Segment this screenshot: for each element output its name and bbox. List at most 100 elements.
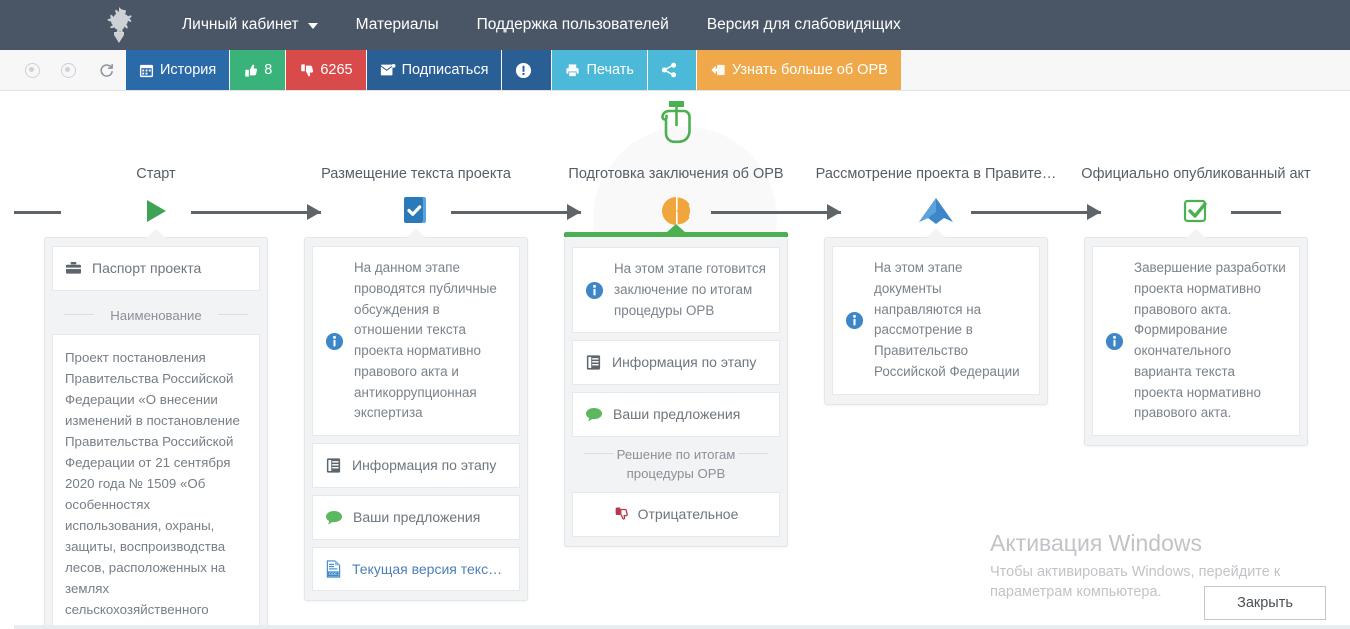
- document-list-icon: [585, 354, 602, 371]
- nav-item-user-support[interactable]: Поддержка пользователей: [477, 16, 669, 34]
- stage-description-row: На этом этапе документы направляются на …: [832, 246, 1040, 395]
- comment-bubble-icon: [325, 510, 343, 525]
- info-circle-icon: [845, 311, 864, 330]
- briefcase-icon: [65, 261, 82, 276]
- docx-file-icon: DOC: [325, 560, 342, 578]
- history-button[interactable]: История: [126, 50, 230, 90]
- thumbs-down-icon: [299, 63, 314, 78]
- top-navigation-bar: Личный кабинет Материалы Поддержка польз…: [0, 0, 1350, 50]
- print-label: Печать: [586, 62, 634, 78]
- info-circle-icon: [325, 332, 344, 351]
- green-play-triangle-icon[interactable]: [134, 189, 178, 233]
- stage-description-text: На этом этапе документы направляются на …: [874, 260, 1020, 379]
- stage-proposals-row[interactable]: Ваши предложения: [572, 392, 780, 437]
- stage-description-row: На этом этапе готовится заключение по ит…: [572, 247, 780, 334]
- stage-column-start: Старт Паспорт проекта Наименование Проек…: [0, 91, 321, 629]
- orv-verdict-label: Отрицательное: [637, 506, 739, 523]
- history-label: История: [160, 62, 217, 78]
- blue-arrow-up-icon[interactable]: [914, 189, 958, 233]
- stage-column-published-act: Официально опубликованный акт Завершение: [1006, 91, 1326, 629]
- stage-current-marker-slot: [806, 91, 1066, 161]
- green-check-square-icon[interactable]: [1174, 189, 1218, 233]
- track-line-left: [0, 211, 61, 214]
- dislike-button[interactable]: 6265: [286, 50, 366, 90]
- left-edge-spacer: [0, 91, 14, 629]
- nav-label: Версия для слабовидящих: [706, 16, 901, 33]
- print-button[interactable]: Печать: [552, 50, 647, 90]
- stage-info-label: Информация по этапу: [612, 354, 757, 371]
- share-button[interactable]: [647, 50, 696, 90]
- stage-proposals-row[interactable]: Ваши предложения: [312, 494, 520, 540]
- like-button[interactable]: 8: [230, 50, 286, 90]
- stage-column-text-placement: Размещение текста проекта: [226, 91, 581, 629]
- stage-info-row[interactable]: Информация по этапу: [312, 443, 520, 488]
- comment-bubble-icon: [585, 407, 603, 422]
- forward-circle-icon[interactable]: [50, 50, 86, 90]
- stage-description-row: На данном этапе проводятся публичные обс…: [312, 246, 520, 437]
- stage-proposals-label: Ваши предложения: [613, 406, 741, 423]
- stage-info-label: Информация по этапу: [352, 457, 497, 474]
- windows-activation-close-button[interactable]: Закрыть: [1204, 586, 1326, 620]
- stage-card-orv-conclusion: На этом этапе готовится заключение по ит…: [564, 232, 788, 547]
- nav-item-accessibility-version[interactable]: Версия для слабовидящих: [707, 16, 901, 34]
- report-issue-button[interactable]: [502, 50, 552, 90]
- dislike-count: 6265: [320, 62, 353, 78]
- track-line-left: [1006, 211, 1101, 214]
- like-count: 8: [264, 62, 273, 78]
- orv-verdict-row[interactable]: Отрицательное: [572, 492, 780, 537]
- orv-result-section-label: Решение по итогам процедуры ОРВ: [572, 436, 780, 493]
- info-circle-icon: [585, 281, 604, 300]
- track-line-left: [226, 211, 321, 214]
- blue-book-check-icon[interactable]: [394, 189, 438, 233]
- thumbs-down-small-icon: [614, 507, 630, 522]
- svg-text:DOC: DOC: [329, 572, 338, 576]
- green-pointing-hand-icon: [659, 99, 693, 150]
- passport-section-label: Наименование: [52, 297, 260, 334]
- back-circle-icon[interactable]: [14, 50, 50, 90]
- stage-title: Официально опубликованный акт: [1081, 166, 1311, 182]
- stage-card-published-act: Завершение разработки проекта нормативно…: [1084, 237, 1308, 447]
- exclamation-circle-icon: [515, 62, 532, 79]
- calendar-icon: [139, 63, 154, 78]
- info-circle-icon: [1105, 332, 1124, 351]
- stage-title: Рассмотрение проекта в Правите…: [815, 166, 1057, 182]
- stage-current-text-version-row[interactable]: DOC Текущая версия текста прое…: [312, 546, 520, 592]
- bottom-strip: [0, 625, 1350, 629]
- stage-description-text: На этом этапе готовится заключение по ит…: [614, 261, 766, 318]
- nav-label: Материалы: [355, 16, 439, 33]
- stage-info-row[interactable]: Информация по этапу: [572, 340, 780, 386]
- passport-body-text: Проект постановления Правительства Росси…: [52, 333, 260, 629]
- nav-item-personal-cabinet[interactable]: Личный кабинет: [182, 16, 318, 34]
- nav-item-materials[interactable]: Материалы: [356, 16, 439, 34]
- learn-more-orv-label: Узнать больше об ОРВ: [731, 62, 888, 78]
- refresh-icon[interactable]: [86, 50, 126, 90]
- track-line-left: [746, 211, 841, 214]
- stage-title: Старт: [136, 166, 176, 182]
- stage-column-orv-conclusion: Подготовка заключения об ОРВ: [486, 91, 841, 629]
- stage-card-start: Паспорт проекта Наименование Проект пост…: [44, 237, 268, 629]
- passport-header-row[interactable]: Паспорт проекта: [52, 246, 260, 291]
- stage-proposals-label: Ваши предложения: [353, 508, 481, 525]
- stage-column-government-review: Рассмотрение проекта в Правите…: [746, 91, 1101, 629]
- stage-card-government-review: На этом этапе документы направляются на …: [824, 237, 1048, 405]
- printer-icon: [565, 63, 580, 78]
- track-line-right: [1231, 211, 1281, 214]
- thumbs-up-icon: [243, 63, 258, 78]
- subscribe-button[interactable]: Подписаться: [366, 50, 502, 90]
- chevron-down-icon: [307, 23, 318, 29]
- stage-current-marker-slot: [26, 91, 286, 161]
- stage-current-marker-slot: [286, 91, 546, 161]
- stage-current-marker-slot: [546, 91, 806, 161]
- learn-more-orv-button[interactable]: Узнать больше об ОРВ: [696, 50, 901, 90]
- stage-card-text-placement: На данном этапе проводятся публичные обс…: [304, 237, 528, 602]
- track-line-left: [486, 211, 581, 214]
- orange-pie-chart-icon[interactable]: [654, 189, 698, 233]
- share-icon: [661, 62, 677, 78]
- stage-description-row: Завершение разработки проекта нормативно…: [1092, 246, 1300, 437]
- stage-track: [1006, 187, 1326, 237]
- russian-federation-emblem-icon: [96, 4, 142, 46]
- passport-header-label: Паспорт проекта: [92, 260, 202, 276]
- stage-description-text: Завершение разработки проекта нормативно…: [1134, 260, 1286, 421]
- stage-current-text-version-label: Текущая версия текста прое…: [352, 560, 507, 577]
- stage-board: Старт Паспорт проекта Наименование Проек…: [0, 91, 1350, 629]
